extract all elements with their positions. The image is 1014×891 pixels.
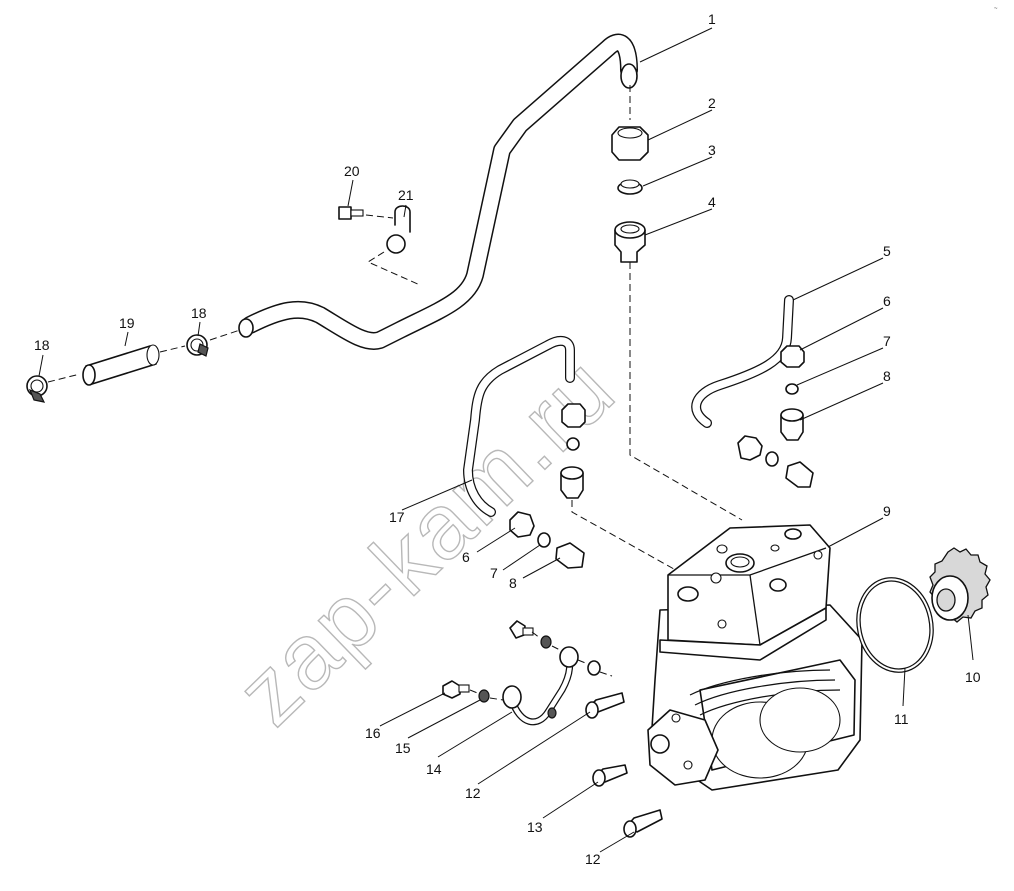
callout-6-left: 6 — [462, 549, 470, 565]
callout-15: 15 — [395, 740, 411, 756]
hose-clamp-left — [26, 375, 48, 403]
hose-clamp-right — [186, 334, 209, 357]
callout-1: 1 — [708, 11, 716, 27]
callout-8-right: 8 — [883, 368, 891, 384]
watermark: zap-kam.ru — [218, 337, 634, 744]
callout-13: 13 — [527, 819, 543, 835]
ring-left-upper — [566, 437, 580, 451]
callout-4: 4 — [708, 194, 716, 210]
callout-7-right: 7 — [883, 333, 891, 349]
callout-10: 10 — [965, 669, 981, 685]
assembly-line-hose — [47, 329, 241, 383]
callout-5: 5 — [883, 243, 891, 259]
callout-12-upper: 12 — [465, 785, 481, 801]
corner-mark: ~ — [994, 6, 998, 12]
callout-21: 21 — [398, 187, 414, 203]
callout-11: 11 — [894, 711, 909, 727]
nut-left-upper — [561, 403, 586, 428]
o-ring-seal — [856, 577, 934, 673]
ring-right-lower — [765, 451, 779, 467]
rubber-hose — [82, 344, 160, 386]
callout-labels: 1 2 3 4 5 6 7 8 9 10 11 12 12 13 14 15 1… — [34, 11, 981, 867]
callout-18-right: 18 — [191, 305, 207, 321]
nut-left-lower — [509, 511, 535, 538]
pipe-clip — [386, 205, 411, 254]
callout-2: 2 — [708, 95, 716, 111]
adapter-right-lower — [785, 461, 814, 488]
callout-19: 19 — [119, 315, 135, 331]
union-nut — [611, 126, 649, 161]
delivery-pipe-left — [462, 335, 575, 517]
callout-17: 17 — [389, 509, 405, 525]
leader-lines — [38, 27, 974, 853]
adapter-right-upper — [780, 408, 804, 441]
assembly-line-bolts — [469, 631, 613, 701]
nut-right-lower — [737, 435, 763, 461]
banjo-bolt-upper — [509, 620, 534, 639]
adapter-left-upper — [560, 466, 584, 499]
compression-ring — [617, 179, 643, 195]
callout-12-lower: 12 — [585, 851, 601, 867]
oil-feed-pipe — [502, 646, 579, 726]
ring-right-upper — [785, 383, 799, 395]
ring-left-lower — [537, 532, 551, 548]
nut-right-upper — [780, 345, 805, 368]
adapter-left-lower — [555, 542, 585, 569]
socket-bolt-middle — [592, 764, 628, 787]
assembly-line-main — [629, 85, 743, 521]
callout-18-left: 18 — [34, 337, 50, 353]
sealing-washer-upper — [540, 635, 601, 719]
callout-6-right: 6 — [883, 293, 891, 309]
main-air-pipe — [238, 33, 638, 350]
callout-20: 20 — [344, 163, 360, 179]
delivery-pipe-right — [691, 295, 794, 428]
socket-bolt-lower — [623, 809, 663, 838]
sealing-washer-lower — [478, 689, 490, 703]
callout-7-left: 7 — [490, 565, 498, 581]
banjo-bolt-lower — [442, 680, 470, 699]
drive-gear — [929, 547, 991, 623]
callout-16: 16 — [365, 725, 381, 741]
bolt-small — [338, 206, 364, 220]
callout-9: 9 — [883, 503, 891, 519]
socket-bolt-upper — [585, 692, 625, 719]
air-compressor — [647, 524, 863, 791]
assembly-line-left — [571, 500, 691, 579]
callout-3: 3 — [708, 142, 716, 158]
assembly-line-clip — [365, 214, 421, 286]
callout-8-left: 8 — [509, 575, 517, 591]
callout-14: 14 — [426, 761, 442, 777]
threaded-adapter — [614, 221, 646, 263]
